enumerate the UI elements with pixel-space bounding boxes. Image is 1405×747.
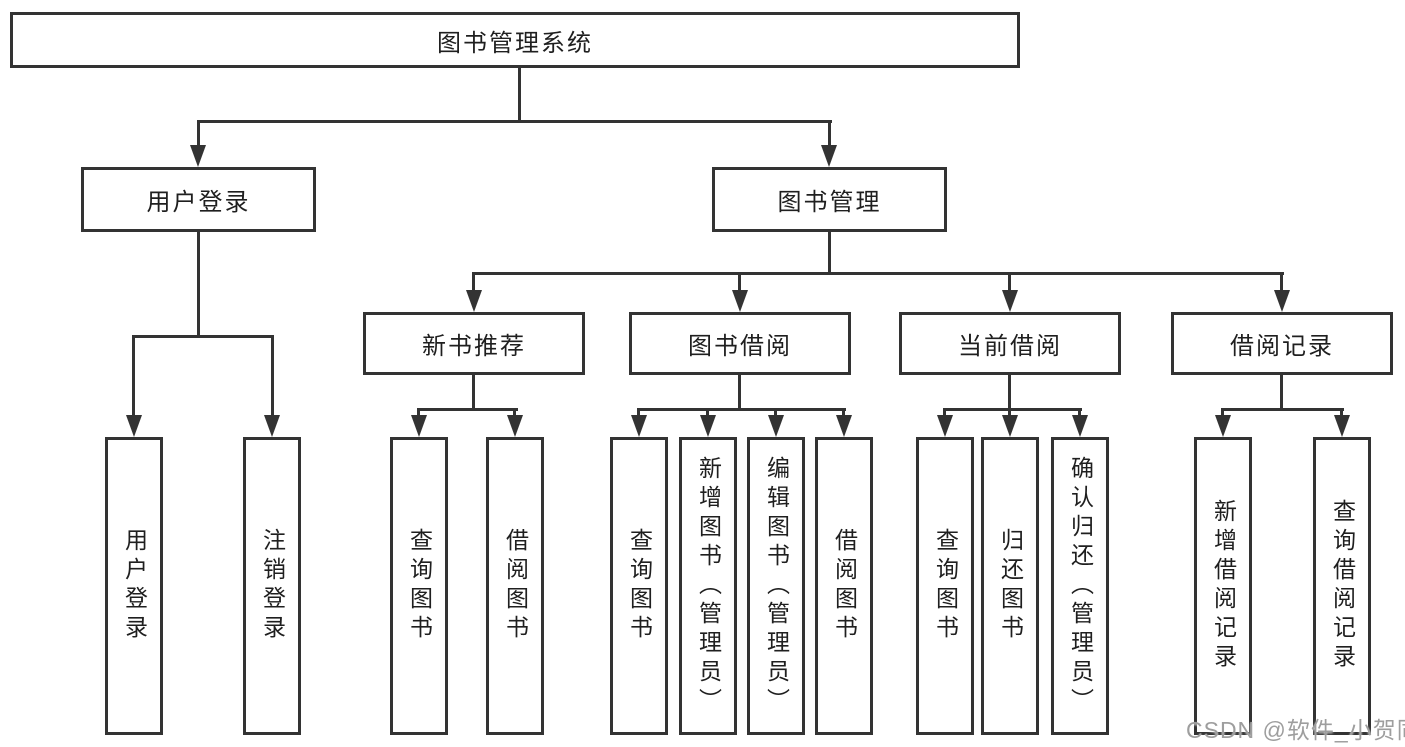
node-new-book-recommend-label: 新书推荐 [422, 333, 526, 360]
edge-borrow-leaf4-stub [842, 408, 845, 418]
leaf-current-query-book: 查询图书 [916, 437, 974, 735]
edge-record-stub [1280, 272, 1283, 292]
edge-root-stem [518, 67, 521, 122]
edge-record-stem [1280, 374, 1283, 410]
node-new-book-recommend: 新书推荐 [363, 312, 585, 375]
edge-record-hbar [1221, 408, 1344, 411]
node-user-login-label: 用户登录 [146, 189, 251, 216]
edge-current-leaf2-stub [1008, 408, 1011, 418]
arrowhead-recommend-leaf1 [411, 415, 427, 437]
arrowhead-current-leaf3 [1072, 415, 1088, 437]
node-book-borrow-label: 图书借阅 [688, 333, 792, 360]
node-user-login: 用户登录 [81, 167, 316, 232]
leaf-add-borrow-record: 新增借阅记录 [1194, 437, 1252, 735]
arrowhead-current [1002, 290, 1018, 312]
edge-borrow-stem [738, 374, 741, 410]
arrowhead-record [1274, 290, 1290, 312]
arrowhead-record-leaf1 [1215, 415, 1231, 437]
edge-mgmt-hbar [472, 272, 1284, 275]
edge-recommend-stub [472, 272, 475, 292]
leaf-borrow-borrow-book-label: 借阅图书 [831, 528, 858, 644]
leaf-logout: 注销登录 [243, 437, 301, 735]
leaf-recommend-query-book-label: 查询图书 [406, 528, 433, 644]
edge-current-stub [1008, 272, 1011, 292]
edge-login-hbar [132, 335, 274, 338]
leaf-recommend-query-book: 查询图书 [390, 437, 448, 735]
leaf-return-book-label: 归还图书 [997, 528, 1024, 644]
arrowhead-login-leaf2 [264, 415, 280, 437]
edge-mgmt-stub [828, 120, 831, 148]
edge-login-stem [197, 231, 200, 337]
leaf-add-book-admin-label: 新增图书（管理员） [695, 455, 722, 717]
edge-login-leaf1-stub [132, 335, 135, 417]
edge-recommend-hbar [417, 408, 518, 411]
leaf-recommend-borrow-book-label: 借阅图书 [502, 528, 529, 644]
edge-root-hbar [197, 120, 832, 123]
leaf-borrow-borrow-book: 借阅图书 [815, 437, 873, 735]
arrowhead-login [190, 145, 206, 167]
node-current-borrow-label: 当前借阅 [958, 333, 1062, 360]
edge-recommend-leaf1-stub [417, 408, 420, 418]
arrowhead-recommend-leaf2 [507, 415, 523, 437]
edge-borrow-hbar [638, 408, 846, 411]
arrowhead-borrow-leaf1 [631, 415, 647, 437]
node-book-borrow: 图书借阅 [629, 312, 851, 375]
edge-current-leaf1-stub [943, 408, 946, 418]
edge-current-leaf3-stub [1078, 408, 1081, 418]
edge-login-leaf2-stub [271, 335, 274, 417]
leaf-user-login: 用户登录 [105, 437, 163, 735]
arrowhead-borrow-leaf3 [768, 415, 784, 437]
edge-current-hbar [943, 408, 1082, 411]
node-root-label: 图书管理系统 [437, 29, 593, 57]
edge-recommend-stem [472, 374, 475, 410]
arrowhead-current-leaf2 [1002, 415, 1018, 437]
leaf-confirm-return-admin: 确认归还（管理员） [1051, 437, 1109, 735]
leaf-borrow-query-book-label: 查询图书 [626, 528, 653, 644]
leaf-logout-label: 注销登录 [259, 528, 286, 644]
node-borrow-record-label: 借阅记录 [1230, 333, 1334, 360]
edge-borrow-leaf2-stub [706, 408, 709, 418]
leaf-confirm-return-admin-label: 确认归还（管理员） [1067, 455, 1094, 717]
arrowhead-recommend [466, 290, 482, 312]
node-root: 图书管理系统 [10, 12, 1020, 68]
leaf-current-query-book-label: 查询图书 [932, 528, 959, 644]
leaf-query-borrow-record: 查询借阅记录 [1313, 437, 1371, 735]
leaf-borrow-query-book: 查询图书 [610, 437, 668, 735]
edge-borrow-leaf1-stub [637, 408, 640, 418]
edge-borrow-leaf3-stub [774, 408, 777, 418]
leaf-edit-book-admin: 编辑图书（管理员） [747, 437, 805, 735]
arrowhead-borrow-leaf2 [700, 415, 716, 437]
edge-recommend-leaf2-stub [513, 408, 516, 418]
node-current-borrow: 当前借阅 [899, 312, 1121, 375]
node-borrow-record: 借阅记录 [1171, 312, 1393, 375]
edge-record-leaf2-stub [1340, 408, 1343, 418]
node-book-management-label: 图书管理 [777, 189, 882, 216]
arrowhead-login-leaf1 [126, 415, 142, 437]
edge-mgmt-stem [828, 231, 831, 273]
edge-current-stem [1008, 374, 1011, 410]
leaf-return-book: 归还图书 [981, 437, 1039, 735]
arrowhead-current-leaf1 [937, 415, 953, 437]
edge-login-stub [197, 120, 200, 148]
leaf-add-borrow-record-label: 新增借阅记录 [1210, 499, 1237, 673]
edge-borrow-stub [738, 272, 741, 292]
node-book-management: 图书管理 [712, 167, 947, 232]
arrowhead-borrow [732, 290, 748, 312]
arrowhead-record-leaf2 [1334, 415, 1350, 437]
edge-record-leaf1-stub [1221, 408, 1224, 418]
leaf-user-login-label: 用户登录 [121, 528, 148, 644]
arrowhead-borrow-leaf4 [836, 415, 852, 437]
arrowhead-mgmt [821, 145, 837, 167]
leaf-query-borrow-record-label: 查询借阅记录 [1329, 499, 1356, 673]
leaf-recommend-borrow-book: 借阅图书 [486, 437, 544, 735]
leaf-add-book-admin: 新增图书（管理员） [679, 437, 737, 735]
leaf-edit-book-admin-label: 编辑图书（管理员） [763, 455, 790, 717]
watermark: CSDN @软件_小贺同学 [1186, 717, 1405, 743]
